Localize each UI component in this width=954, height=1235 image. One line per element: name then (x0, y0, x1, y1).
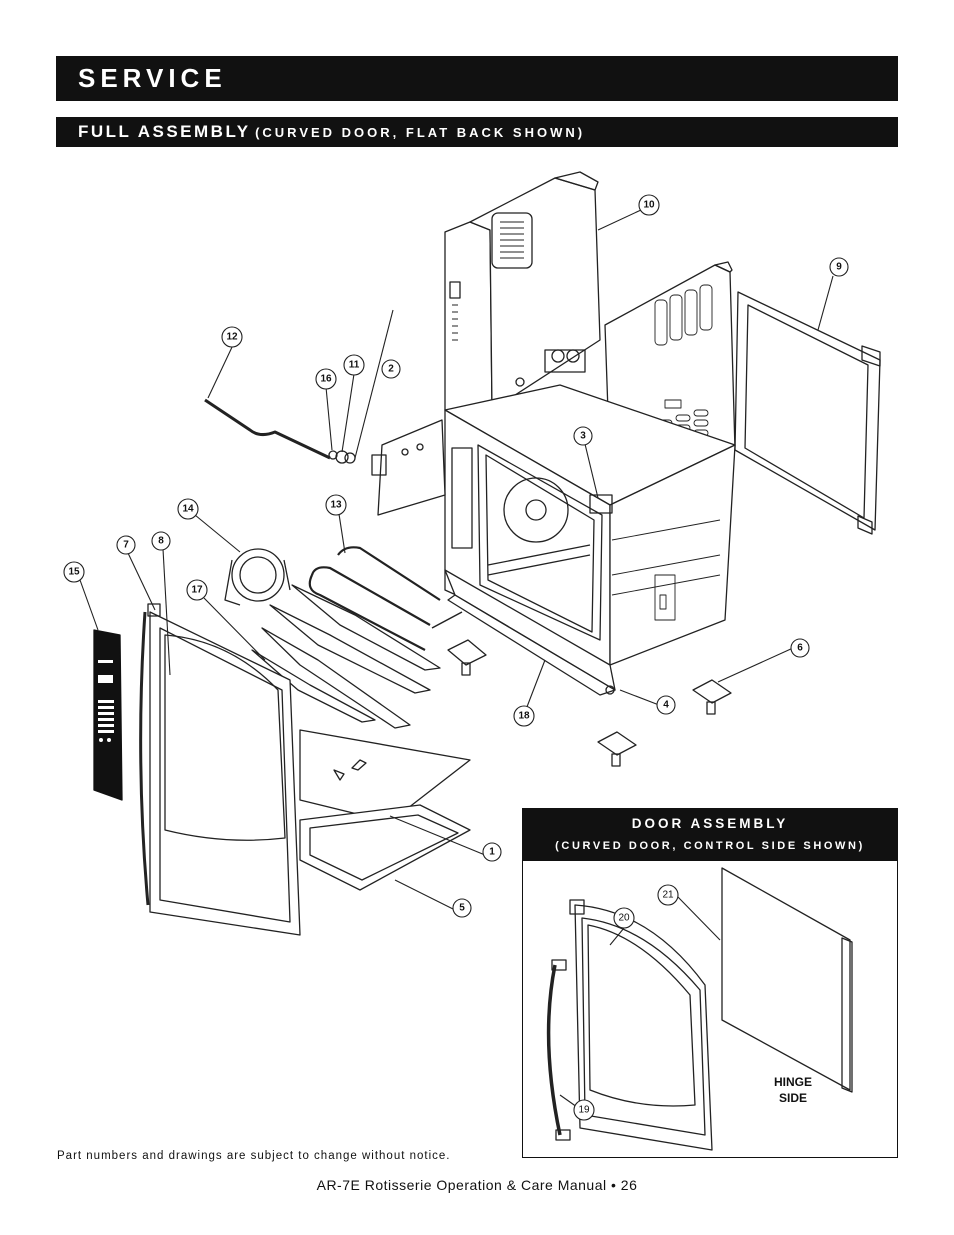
callout-15: 15 (68, 567, 80, 578)
door-assembly-title: DOOR ASSEMBLY (631, 816, 789, 831)
page-footer: AR-7E Rotisserie Operation & Care Manual… (316, 1177, 638, 1193)
callout-18: 18 (518, 711, 530, 722)
callout-2: 2 (388, 364, 394, 375)
door-assembly-inset: DOOR ASSEMBLY (CURVED DOOR, CONTROL SIDE… (522, 808, 898, 1158)
page-title: SERVICE (56, 56, 898, 101)
hinge-label-line1: HINGE (773, 1075, 812, 1089)
door-assembly-subtitle: (CURVED DOOR, CONTROL SIDE SHOWN) (555, 840, 865, 852)
section-title-subtitle: (CURVED DOOR, FLAT BACK SHOWN) (255, 125, 586, 140)
part-2-electrical-box (371, 419, 446, 516)
callout-10: 10 (643, 200, 655, 211)
part-14-spit-wheel (224, 548, 291, 606)
flat-back-panel (734, 291, 881, 535)
callout-5: 5 (459, 903, 465, 914)
callout-20: 20 (618, 913, 630, 924)
callout-1: 1 (489, 847, 495, 858)
callout-6: 6 (797, 643, 803, 654)
callout-21: 21 (662, 890, 674, 901)
section-title-main: FULL ASSEMBLY (78, 122, 251, 141)
door-inset-parts (546, 867, 853, 1151)
callout-17: 17 (191, 585, 203, 596)
part-15-control-overlay (93, 629, 123, 801)
door-assembly-header: DOOR ASSEMBLY (CURVED DOOR, CONTROL SIDE… (523, 809, 897, 861)
callout-4: 4 (663, 700, 669, 711)
part-17-skewers (251, 584, 441, 729)
feet (447, 639, 732, 767)
hinge-label-line2: SIDE (778, 1091, 807, 1105)
part-3-bracket (589, 494, 613, 514)
callout-labels: 1 2 3 4 5 6 7 8 9 10 11 12 13 14 15 16 1… (68, 200, 842, 1116)
callout-8: 8 (158, 536, 164, 547)
part-13-heating-element (308, 546, 441, 651)
callout-circles (63, 194, 849, 1121)
callout-7: 7 (123, 540, 129, 551)
part-5-drip-pan (299, 804, 471, 891)
part-18-base-rail (444, 569, 616, 696)
part-1-drip-tray (299, 729, 471, 823)
part-10-upper-housing (444, 171, 601, 421)
callout-3: 3 (580, 431, 586, 442)
part-12-rod (204, 398, 331, 460)
part-8-door (139, 603, 301, 936)
callout-12: 12 (226, 332, 238, 343)
section-title: FULL ASSEMBLY (CURVED DOOR, FLAT BACK SH… (56, 117, 898, 147)
disclaimer-note: Part numbers and drawings are subject to… (57, 1150, 451, 1162)
callout-13: 13 (330, 500, 342, 511)
hinge-side-label: HINGE SIDE (758, 1074, 828, 1106)
callout-11: 11 (349, 360, 360, 371)
leader-lines (79, 209, 834, 1108)
callout-19: 19 (578, 1105, 590, 1116)
callout-14: 14 (182, 504, 194, 515)
callout-9: 9 (836, 262, 842, 273)
callout-16: 16 (320, 374, 332, 385)
